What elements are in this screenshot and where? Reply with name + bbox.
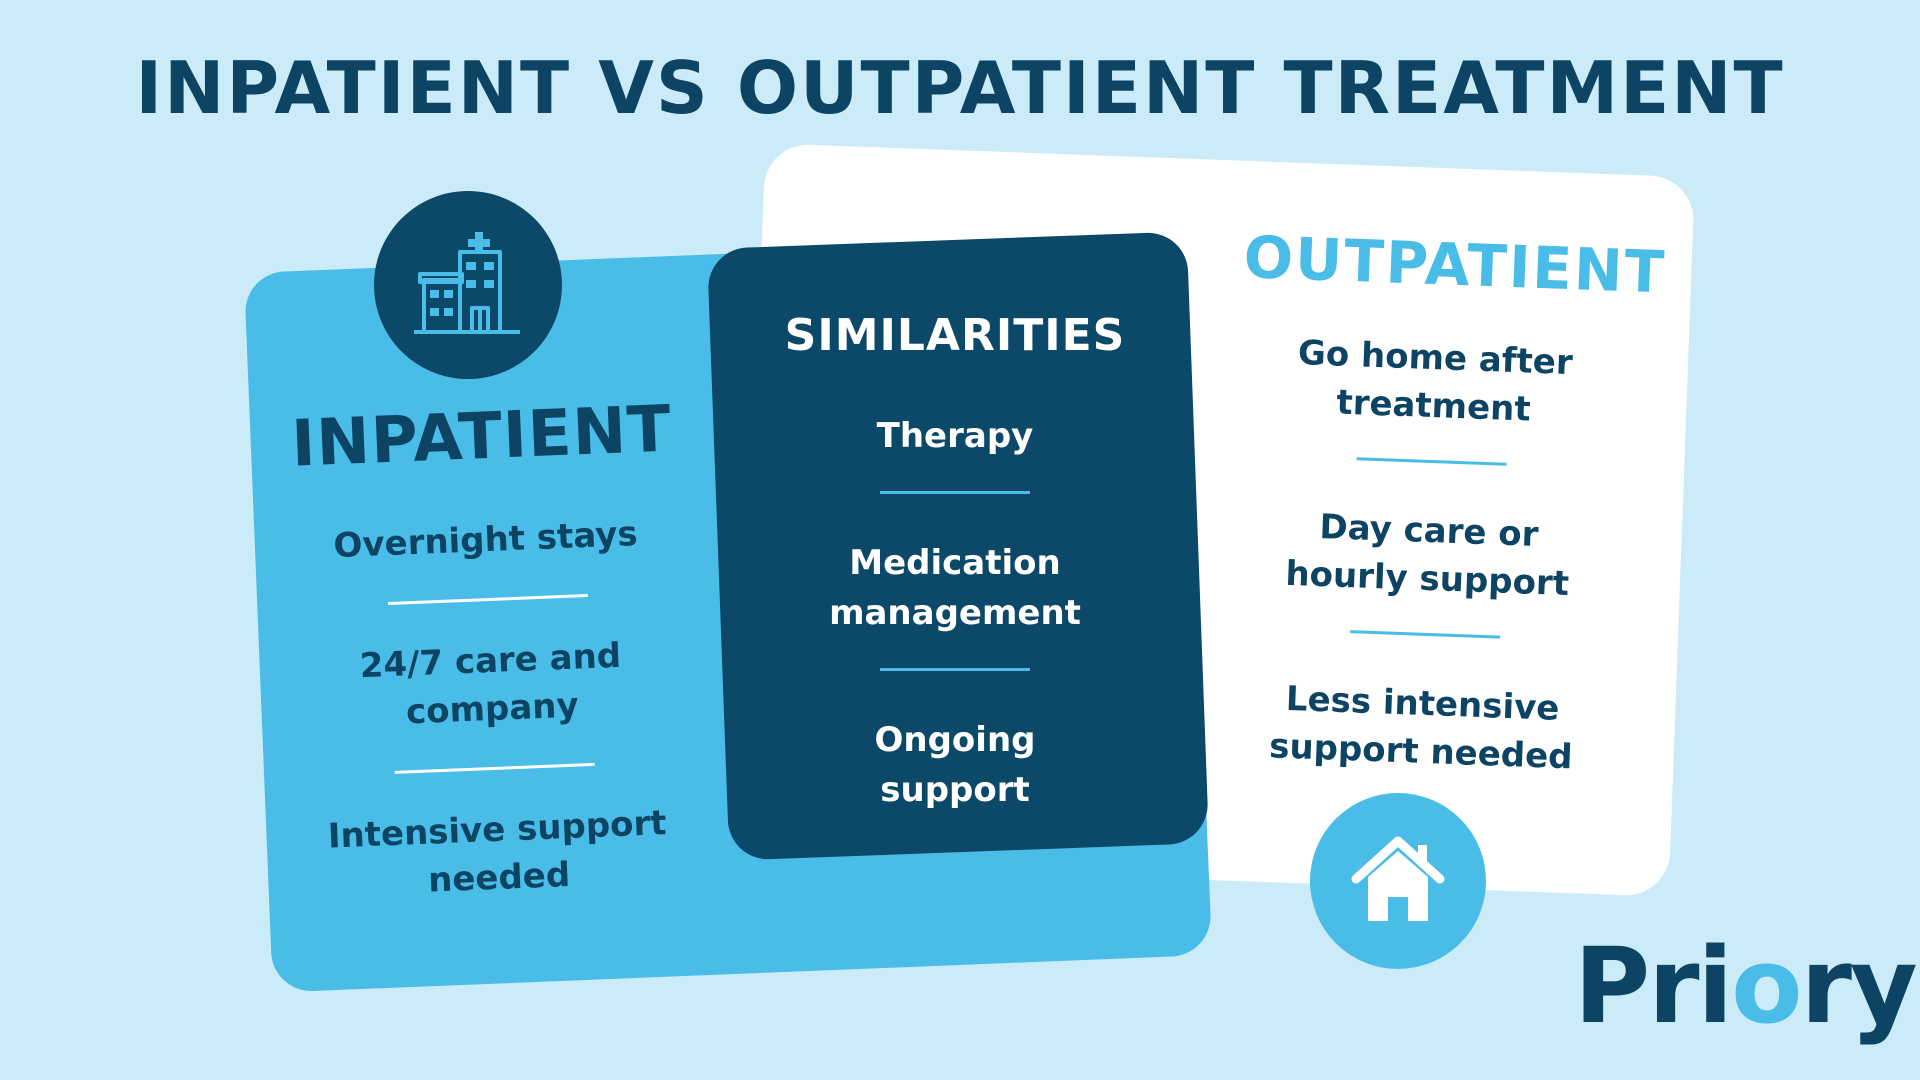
hospital-icon: [414, 232, 520, 334]
inpatient-heading: INPATIENT: [290, 392, 674, 482]
logo-text-end: ry: [1800, 925, 1918, 1047]
similarities-item-medication: Medication management: [829, 543, 1081, 633]
logo-text-o: o: [1731, 925, 1802, 1047]
inpatient-item-care: 24/7 care and company: [358, 635, 622, 733]
divider: [1350, 630, 1501, 639]
similarities-heading: SIMILARITIES: [784, 310, 1126, 361]
inpatient-panel: INPATIENT Overnight stays 24/7 care and …: [290, 393, 690, 910]
divider: [1356, 457, 1507, 466]
home-icon-badge: [1310, 793, 1486, 969]
outpatient-item-daycare: Day care or hourly support: [1284, 506, 1570, 605]
outpatient-item-less: Less intensive support needed: [1268, 678, 1574, 778]
outpatient-heading: OUTPATIENT: [1242, 223, 1668, 307]
outpatient-item-home: Go home after treatment: [1297, 333, 1574, 430]
divider: [880, 491, 1030, 494]
divider: [387, 594, 588, 606]
outpatient-panel: OUTPATIENT Go home after treatment Day c…: [1225, 223, 1668, 783]
similarities-item-ongoing: Ongoing support: [874, 720, 1036, 810]
divider: [880, 668, 1030, 671]
home-icon: [1351, 836, 1445, 921]
hospital-icon-badge: [374, 191, 562, 379]
divider: [394, 762, 595, 774]
similarities-panel: SIMILARITIES Therapy Medication manageme…: [760, 310, 1150, 815]
inpatient-item-intensive: Intensive support needed: [327, 803, 668, 901]
priory-logo: Priory: [1574, 934, 1918, 1038]
page-title: INPATIENT VS OUTPATIENT TREATMENT: [135, 46, 1785, 130]
inpatient-item-overnight: Overnight stays: [332, 514, 639, 567]
similarities-item-therapy: Therapy: [876, 416, 1034, 456]
logo-text-start: Pri: [1574, 925, 1733, 1047]
